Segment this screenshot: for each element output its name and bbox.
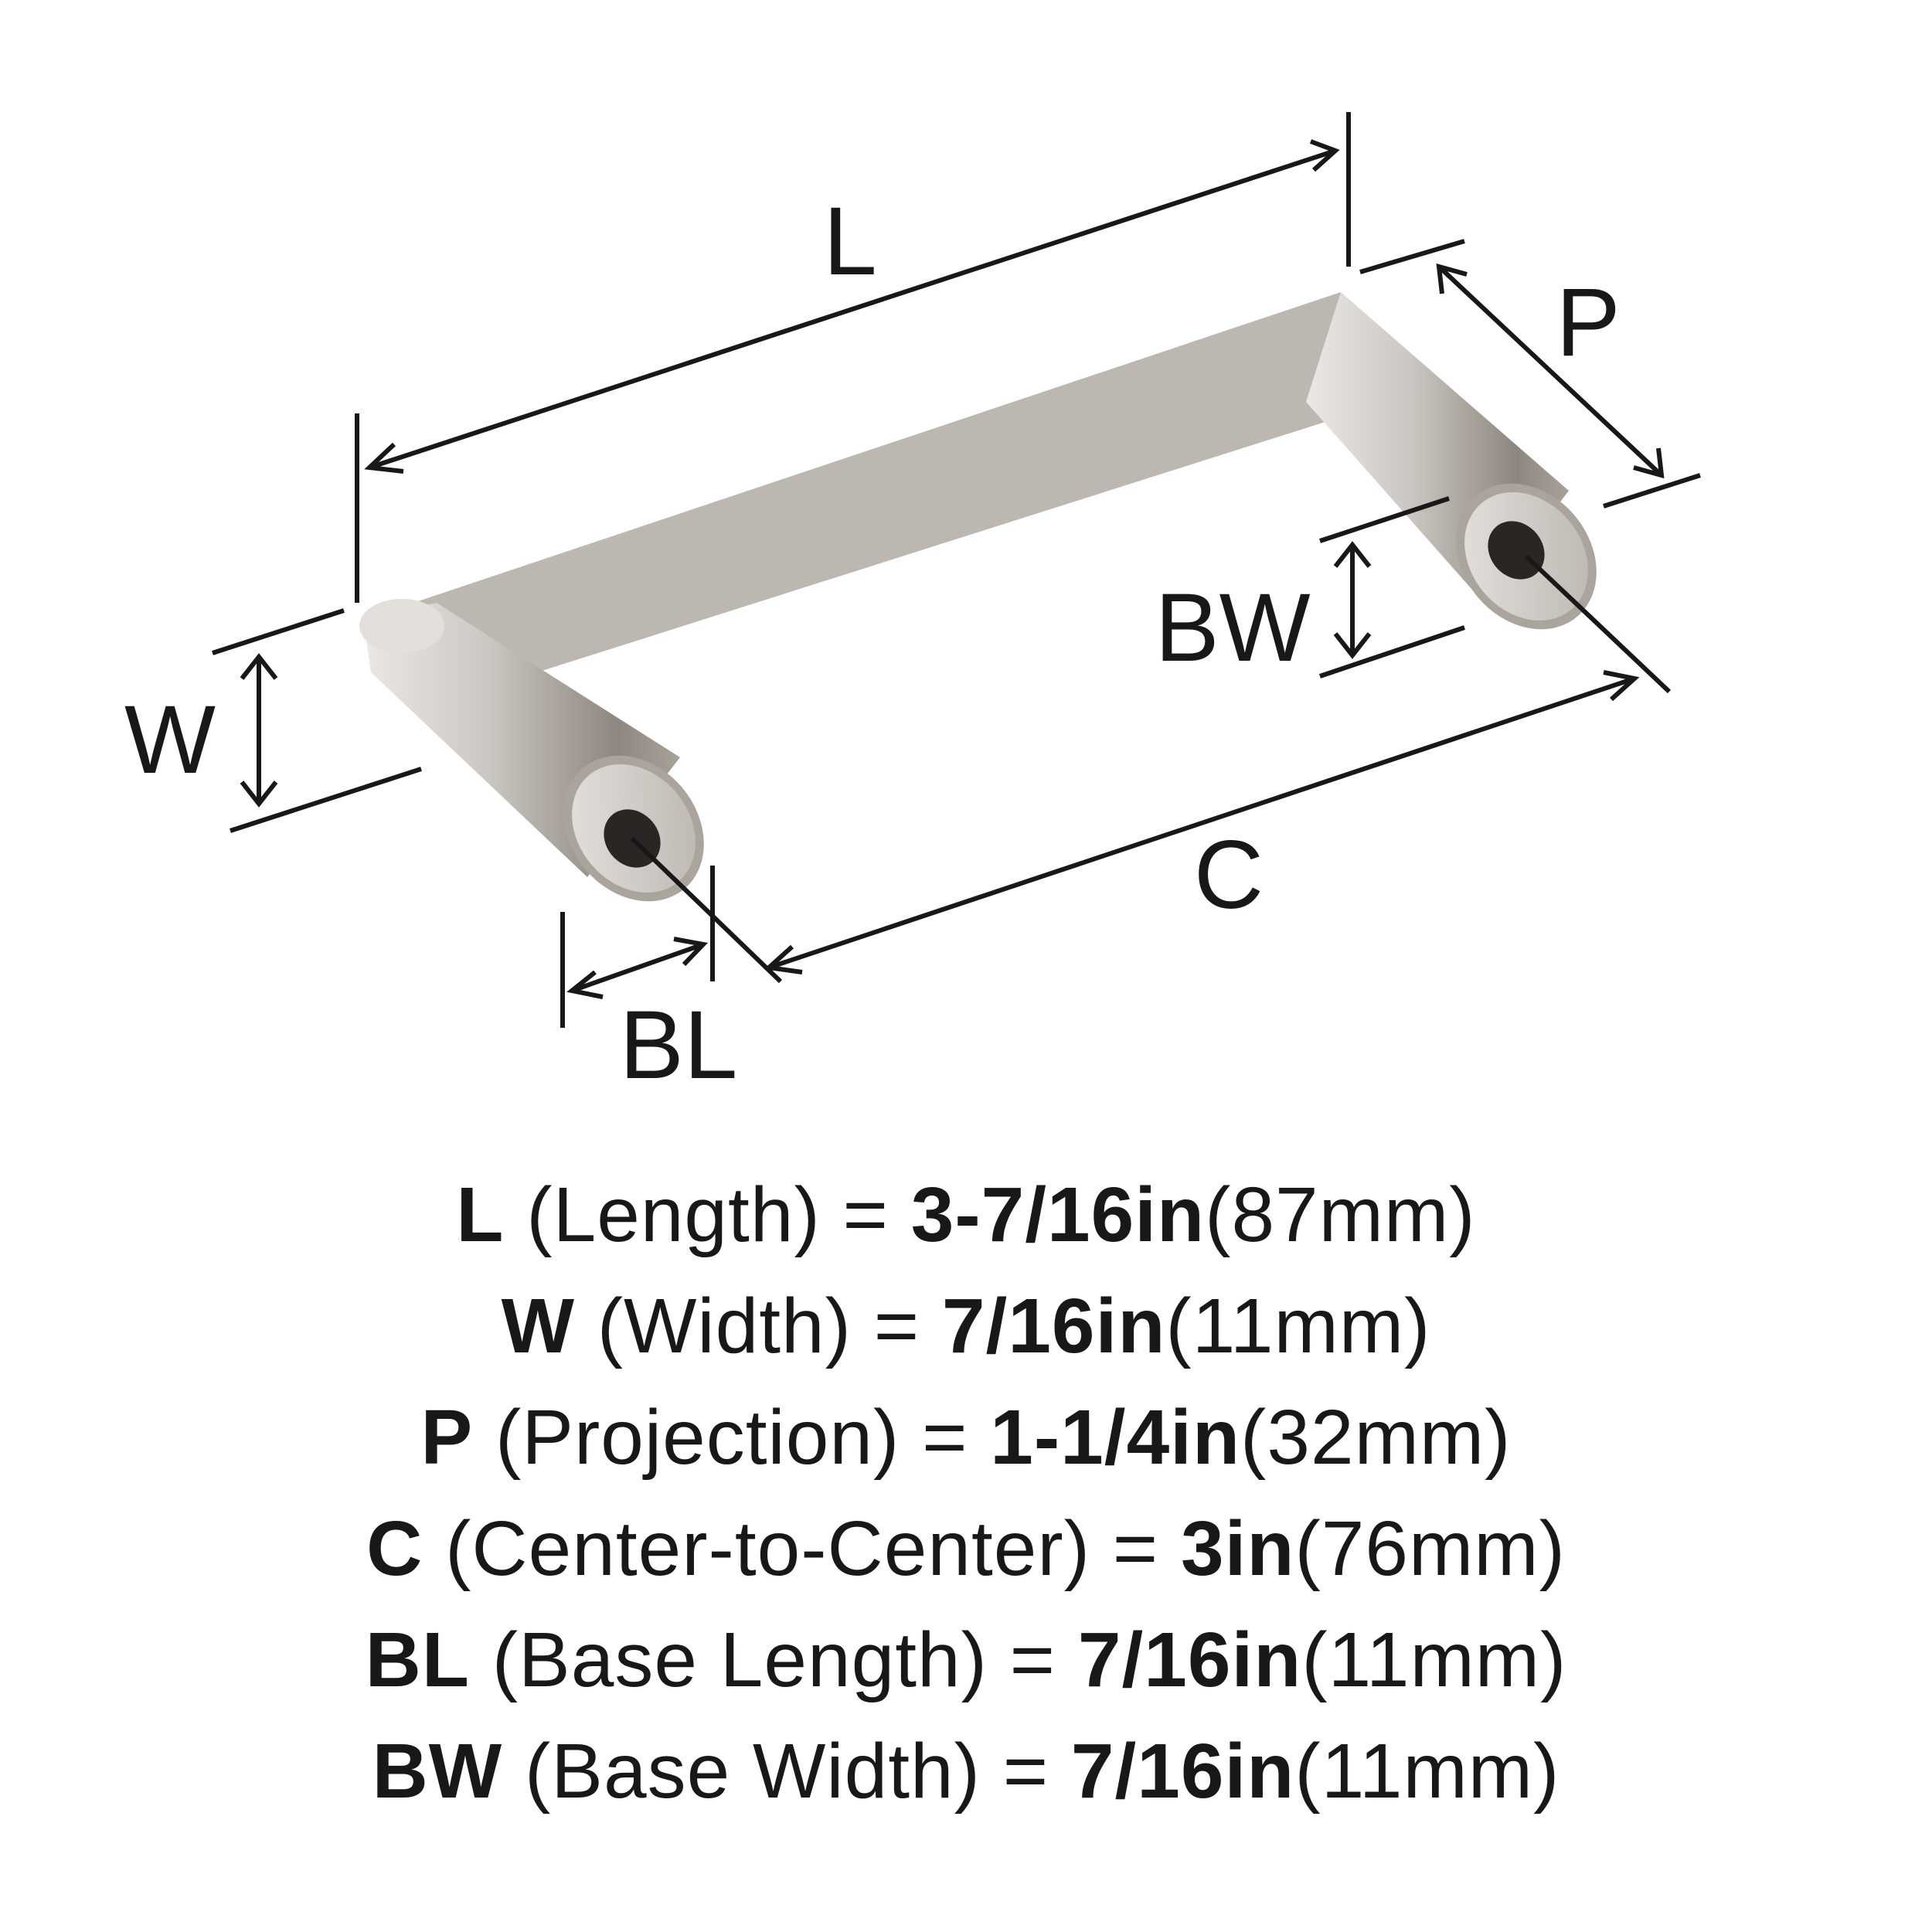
spec-key: BW xyxy=(372,1728,503,1815)
spec-key: BL xyxy=(365,1617,470,1703)
spec-metric: (11mm) xyxy=(1165,1283,1431,1369)
label-center-to-center: C xyxy=(1194,821,1264,929)
spec-metric: (87mm) xyxy=(1205,1172,1476,1258)
handle-bar xyxy=(413,292,1364,699)
mounting-hole-right xyxy=(1488,521,1545,580)
label-projection: P xyxy=(1556,269,1620,376)
spec-row-base-width: BW (Base Width) = 7/16in(11mm) xyxy=(0,1716,1932,1827)
label-base-width: BW xyxy=(1155,574,1310,682)
spec-value: 7/16in xyxy=(1070,1728,1295,1815)
spec-name: (Width) = xyxy=(574,1283,942,1369)
spec-name: (Base Length) = xyxy=(469,1617,1078,1703)
spec-key: C xyxy=(366,1505,423,1592)
label-width: W xyxy=(124,686,216,794)
spec-name: (Projection) = xyxy=(473,1394,991,1481)
spec-value: 7/16in xyxy=(1077,1617,1302,1703)
spec-value: 7/16in xyxy=(941,1283,1166,1369)
spec-row-base-length: BL (Base Length) = 7/16in(11mm) xyxy=(0,1604,1932,1716)
spec-name: (Length) = xyxy=(504,1172,911,1258)
dimension-projection: P xyxy=(1359,239,1701,509)
spec-row-projection: P (Projection) = 1-1/4in(32mm) xyxy=(0,1382,1932,1493)
spec-name: (Base Width) = xyxy=(502,1728,1071,1815)
dimension-length: L xyxy=(355,112,1351,603)
spec-metric: (32mm) xyxy=(1240,1394,1512,1481)
spec-metric: (11mm) xyxy=(1301,1617,1567,1703)
cabinet-pull-handle xyxy=(359,292,1597,902)
handle-post-left-cap xyxy=(359,599,444,653)
spec-key: P xyxy=(420,1394,474,1481)
spec-metric: (11mm) xyxy=(1294,1728,1560,1815)
handle-dimension-diagram: L P W BW C xyxy=(124,112,1701,1099)
handle-end-left xyxy=(563,755,704,902)
spec-value: 3in xyxy=(1180,1505,1295,1592)
spec-row-length: L (Length) = 3-7/16in(87mm) xyxy=(0,1159,1932,1270)
dimension-width: W xyxy=(124,608,422,833)
label-length: L xyxy=(823,188,877,295)
spec-key: L xyxy=(456,1172,505,1258)
spec-row-width: W (Width) = 7/16in(11mm) xyxy=(0,1270,1932,1382)
dimension-center-to-center: C xyxy=(630,554,1672,984)
spec-key: W xyxy=(501,1283,575,1369)
dimension-base-width: BW xyxy=(1155,496,1465,682)
spec-value: 3-7/16in xyxy=(910,1172,1206,1258)
dimension-base-length: BL xyxy=(560,866,738,1099)
spec-value: 1-1/4in xyxy=(990,1394,1241,1481)
spec-row-center-to-center: C (Center-to-Center) = 3in(76mm) xyxy=(0,1493,1932,1604)
spec-metric: (76mm) xyxy=(1294,1505,1566,1592)
specification-list: L (Length) = 3-7/16in(87mm) W (Width) = … xyxy=(0,1159,1932,1827)
label-base-length: BL xyxy=(620,992,738,1099)
spec-name: (Center-to-Center) = xyxy=(423,1505,1181,1592)
